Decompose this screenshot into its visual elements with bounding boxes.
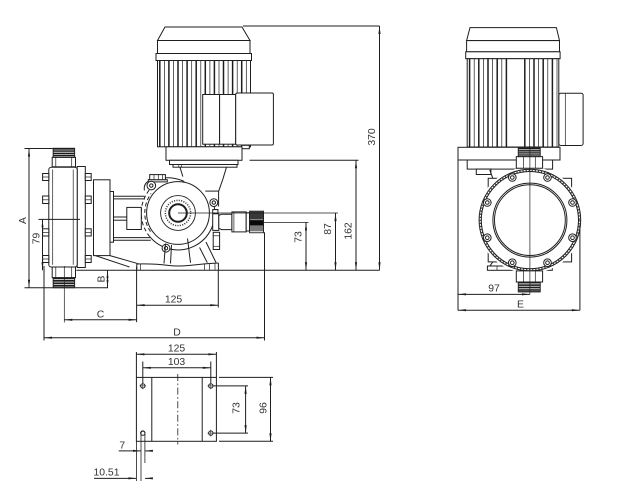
svg-text:125: 125 <box>168 344 186 355</box>
svg-text:7: 7 <box>119 440 125 451</box>
svg-text:162: 162 <box>343 222 354 240</box>
svg-text:73: 73 <box>294 231 305 243</box>
svg-text:A: A <box>18 217 29 224</box>
svg-text:C: C <box>97 309 105 320</box>
svg-text:79: 79 <box>31 233 42 245</box>
svg-text:D: D <box>173 327 181 338</box>
svg-text:87: 87 <box>323 223 334 235</box>
svg-text:97: 97 <box>488 284 500 295</box>
svg-text:96: 96 <box>258 402 269 414</box>
svg-text:370: 370 <box>367 128 378 146</box>
svg-text:103: 103 <box>168 357 186 368</box>
svg-text:10.51: 10.51 <box>93 468 119 479</box>
svg-text:B: B <box>96 275 107 282</box>
svg-text:125: 125 <box>165 295 183 306</box>
svg-text:73: 73 <box>232 402 243 414</box>
svg-text:E: E <box>517 300 524 311</box>
